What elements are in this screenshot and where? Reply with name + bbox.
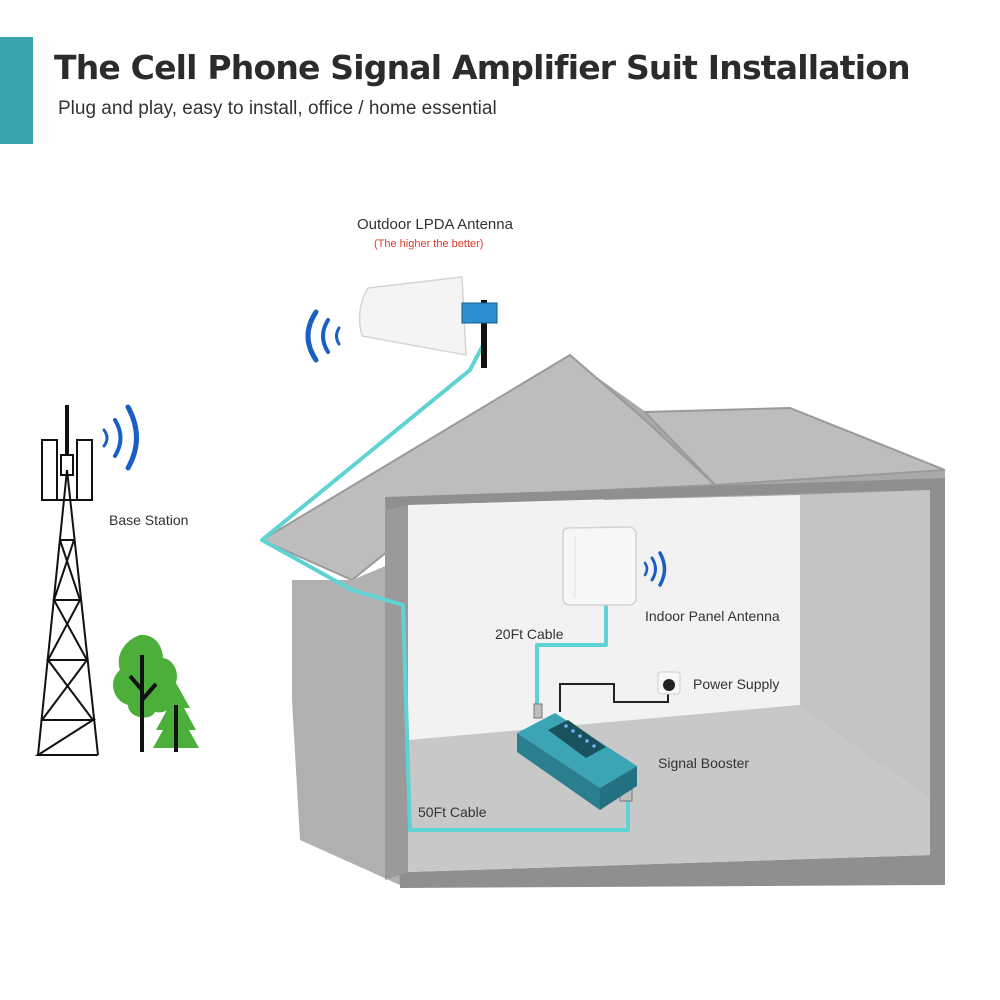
outdoor-signal-wave-icon	[305, 309, 319, 363]
outdoor-antenna-label: Outdoor LPDA Antenna	[357, 216, 513, 233]
house	[259, 353, 946, 888]
antenna-bracket	[461, 302, 498, 324]
trees	[113, 634, 199, 752]
outdoor-antenna-note: (The higher the better)	[374, 238, 484, 250]
house-roof-right	[642, 406, 946, 487]
room-left-wall	[385, 505, 408, 880]
booster-indicator-lights	[564, 724, 596, 748]
signal-booster-label: Signal Booster	[658, 755, 750, 771]
tower-panel-right	[76, 439, 93, 501]
room-right-wall	[800, 490, 930, 800]
cable-20ft-label: 20Ft Cable	[495, 626, 564, 642]
tower-signal-wave-icon	[102, 404, 139, 471]
power-outlet	[657, 671, 681, 695]
indoor-panel-antenna	[562, 526, 667, 606]
booster-display	[548, 720, 606, 758]
base-station-tower	[34, 405, 99, 756]
tree-large	[113, 634, 178, 718]
page-subtitle: Plug and play, easy to install, office /…	[58, 98, 497, 119]
page-title: The Cell Phone Signal Amplifier Suit Ins…	[54, 48, 911, 87]
booster-front-face	[517, 733, 600, 810]
cable-50ft-path	[260, 344, 630, 832]
lpda-antenna-body	[358, 276, 467, 356]
power-plug-icon	[663, 679, 675, 691]
power-cable	[559, 683, 669, 712]
house-left-wall	[292, 560, 400, 885]
cable-20ft-path	[535, 605, 608, 712]
cables	[260, 344, 630, 832]
outdoor-lpda-antenna	[305, 276, 498, 368]
header-accent-bar	[0, 37, 33, 144]
power-supply-label: Power Supply	[693, 676, 780, 692]
booster-connector-top	[533, 703, 543, 719]
cable-50ft-label: 50Ft Cable	[418, 804, 487, 820]
tower-panel-left	[41, 439, 58, 501]
base-station-label: Base Station	[109, 512, 189, 528]
indoor-antenna-label: Indoor Panel Antenna	[645, 608, 780, 624]
indoor-signal-wave-icon	[643, 551, 667, 587]
booster-side-face	[600, 766, 637, 810]
signal-booster	[517, 703, 637, 810]
